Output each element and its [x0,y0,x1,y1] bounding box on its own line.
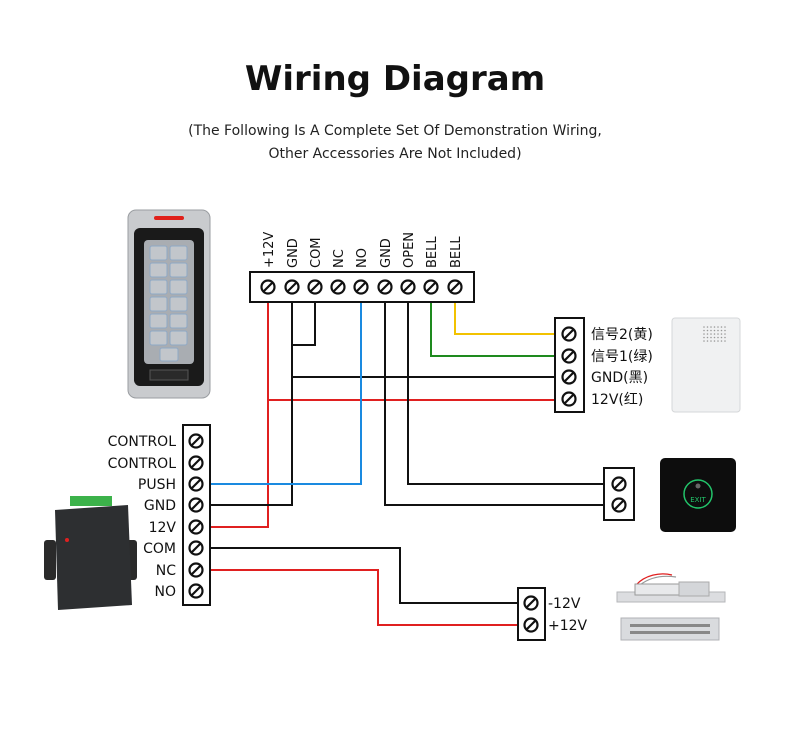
wire-open-to-exit [407,300,608,485]
keypad-key [169,313,188,329]
screw-terminal-icon [188,562,204,578]
terminal-label: BELL [449,236,464,268]
keypad-key [149,330,168,346]
wires [207,300,608,626]
terminal-label: -12V [548,596,581,612]
terminal-label: COM [143,541,176,557]
screw-terminal-icon [377,279,393,295]
screw-terminal-icon [188,476,204,492]
keypad-key [169,279,188,295]
subtitle-line-2: Other Accessories Are Not Included) [268,146,521,162]
screw-terminal-icon [611,497,627,513]
terminal-label: GND [379,238,394,268]
screw-terminal-icon [423,279,439,295]
power-supply-device [44,496,137,610]
terminal-label: NC [332,249,347,268]
wire-bell-yellow [454,300,555,335]
screw-terminal-icon [188,540,204,556]
keypad-terminal-labels: +12V GND COM NC NO GND OPEN BELL BELL [262,232,464,268]
screw-terminal-icon [523,595,539,611]
doorbell-terminal-labels: 信号2(黄) 信号1(绿) GND(黑) 12V(红) [591,326,653,408]
terminal-label: +12V [262,232,277,268]
screw-terminal-icon [561,348,577,364]
wire-bell-green [430,300,555,357]
wire-no-to-push [207,300,362,485]
screw-terminal-icon [307,279,323,295]
wire-12v-to-power [207,400,269,528]
terminal-label: BELL [425,236,440,268]
keypad-key [169,245,188,261]
wire-com-to-gnd [292,300,316,346]
screw-terminal-icon [523,617,539,633]
screw-terminal-icon [561,326,577,342]
keypad-key [169,262,188,278]
terminal-label: CONTROL [108,456,177,472]
screw-terminal-icon [353,279,369,295]
terminal-label: OPEN [402,232,417,268]
subtitle-line-1: (The Following Is A Complete Set Of Demo… [188,123,602,139]
screw-terminal-icon [188,519,204,535]
keypad-key [149,245,168,261]
keypad-key [169,330,188,346]
bell-key [159,347,179,362]
terminal-label: 信号2(黄) [591,326,653,343]
power-terminal-block [182,424,211,606]
screw-terminal-icon [447,279,463,295]
screw-terminal-icon [260,279,276,295]
screw-terminal-icon [611,476,627,492]
terminal-label: CONTROL [108,434,177,450]
exit-button-device: EXIT [660,458,736,532]
screws [188,279,627,633]
keypad-key [149,262,168,278]
doorbell-device [671,317,741,413]
screw-terminal-icon [400,279,416,295]
screw-terminal-icon [561,391,577,407]
exit-label: EXIT [690,496,706,504]
terminal-label: 12V [149,520,177,536]
terminal-label: 信号1(绿) [591,349,653,365]
keypad-key [149,279,168,295]
wire-gnd-to-power [207,300,293,506]
screw-terminal-icon [188,455,204,471]
keypad-key [149,313,168,329]
power-terminal-labels: CONTROL CONTROL PUSH GND 12V COM NC NO [108,434,177,600]
screw-terminal-icon [561,369,577,385]
terminal-label: GND(黑) [591,370,648,386]
keypad-key [149,296,168,312]
wire-com-to-lock [207,547,518,604]
terminal-label: 12V(红) [591,392,643,408]
screw-terminal-icon [188,433,204,449]
terminal-label: COM [309,237,324,268]
screw-terminal-icon [330,279,346,295]
keypad-device [127,209,211,399]
screw-terminal-icon [188,583,204,599]
terminal-label: +12V [548,618,588,634]
terminal-label: PUSH [138,477,176,493]
terminal-label: NO [355,248,370,268]
page-title: Wiring Diagram [245,59,545,99]
terminal-label: NC [156,563,176,579]
screw-terminal-icon [188,497,204,513]
wire-nc-to-lock [207,569,518,626]
wire-12v-to-bell [267,300,555,401]
screw-terminal-icon [284,279,300,295]
keypad-key [169,296,188,312]
terminal-label: GND [144,498,176,514]
wire-gnd-to-exit [384,300,608,506]
electric-lock-device [616,573,726,641]
terminal-label: GND [286,238,301,268]
terminal-label: NO [155,584,177,600]
keypad-keys [149,245,188,362]
